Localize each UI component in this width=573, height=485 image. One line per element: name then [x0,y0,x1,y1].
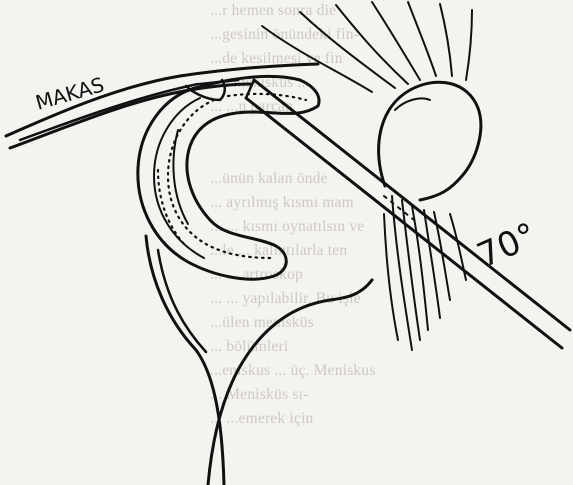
arthroscope [246,80,570,348]
ligament-fibers [384,196,466,350]
femoral-condyle [379,82,481,200]
meniscus [138,76,319,279]
tibia-outline [146,236,372,485]
angle-label: 70° [471,215,542,276]
